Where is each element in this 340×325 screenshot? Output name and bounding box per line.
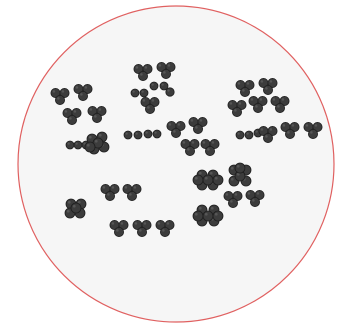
blob bbox=[66, 141, 74, 149]
blob bbox=[228, 198, 237, 207]
blob bbox=[213, 211, 223, 221]
blob bbox=[253, 103, 262, 112]
blob bbox=[67, 115, 76, 124]
blob bbox=[213, 175, 223, 185]
blob bbox=[140, 89, 148, 97]
blob bbox=[235, 163, 245, 173]
blob bbox=[161, 69, 170, 78]
blob bbox=[205, 146, 214, 155]
blob bbox=[171, 128, 180, 137]
blob bbox=[138, 71, 147, 80]
blob bbox=[55, 95, 64, 104]
blob bbox=[105, 191, 114, 200]
blob bbox=[78, 91, 87, 100]
blob bbox=[193, 124, 202, 133]
blob bbox=[245, 131, 253, 139]
blob bbox=[71, 203, 81, 213]
blob bbox=[92, 113, 101, 122]
blob bbox=[144, 130, 152, 138]
blob bbox=[285, 129, 294, 138]
blob bbox=[203, 211, 213, 221]
blob bbox=[131, 89, 139, 97]
blob bbox=[114, 227, 123, 236]
blob bbox=[263, 133, 272, 142]
blob bbox=[74, 141, 82, 149]
blob bbox=[134, 131, 142, 139]
blob bbox=[250, 197, 259, 206]
blob bbox=[85, 142, 95, 152]
blob bbox=[193, 211, 203, 221]
blob bbox=[124, 131, 132, 139]
blob bbox=[185, 146, 194, 155]
blob bbox=[127, 191, 136, 200]
blob bbox=[236, 131, 244, 139]
blob bbox=[153, 130, 161, 138]
blob bbox=[160, 227, 169, 236]
blob bbox=[137, 227, 146, 236]
blob bbox=[240, 87, 249, 96]
dish-circle bbox=[18, 6, 334, 322]
blob bbox=[166, 88, 174, 96]
blob bbox=[203, 175, 213, 185]
blob bbox=[263, 85, 272, 94]
blob bbox=[308, 129, 317, 138]
blob bbox=[150, 82, 158, 90]
blob bbox=[145, 104, 154, 113]
blob bbox=[275, 103, 284, 112]
blob bbox=[232, 107, 241, 116]
blob bbox=[193, 175, 203, 185]
